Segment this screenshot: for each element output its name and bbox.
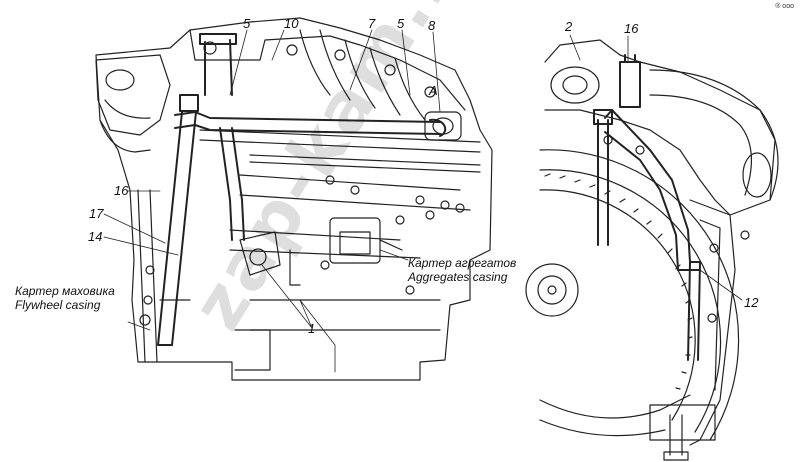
callout-5-right: 5 <box>397 16 405 31</box>
callout-12: 12 <box>744 295 759 310</box>
callout-7: 7 <box>368 16 376 31</box>
aggregates-casing-ru: Картер агрегатов <box>408 256 517 270</box>
callout-A: A <box>429 83 438 98</box>
breather-pipe-left <box>157 33 447 346</box>
callout-5-left: 5 <box>243 16 251 31</box>
flywheel-casing-ru: Картер маховика <box>15 284 115 298</box>
callout-16-left: 16 <box>114 183 129 198</box>
callout-16-right: 16 <box>624 21 639 36</box>
callout-8: 8 <box>428 18 436 33</box>
callout-14: 14 <box>88 229 103 244</box>
flywheel-casing-caption: Картер маховика Flywheel casing <box>15 284 115 313</box>
callout-2: 2 <box>565 19 573 34</box>
callout-10: 10 <box>284 16 299 31</box>
breather-pipe-right <box>593 54 701 361</box>
aggregates-casing-caption: Картер агрегатов Aggregates casing <box>408 256 517 285</box>
callout-17: 17 <box>89 206 104 221</box>
aggregates-casing-en: Aggregates casing <box>408 269 508 284</box>
engine-block-left <box>95 17 493 381</box>
leader-lines-left <box>103 29 441 373</box>
flywheel-view-right <box>525 39 779 461</box>
leader-lines-right <box>569 34 743 301</box>
flywheel-casing-en: Flywheel casing <box>15 297 101 312</box>
callout-1: 1 <box>308 321 316 336</box>
corner-mark: ® ooo <box>775 3 794 10</box>
